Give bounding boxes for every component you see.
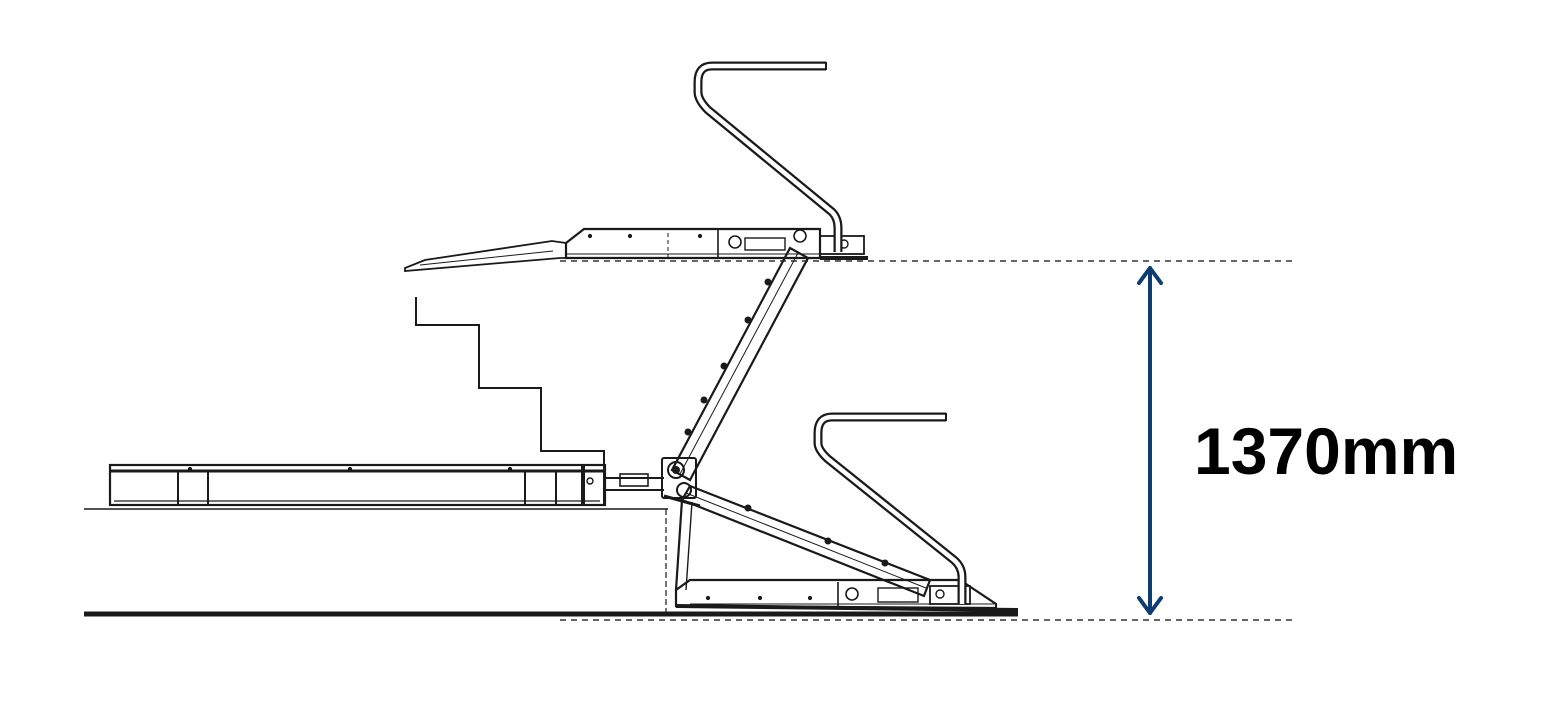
reference-lines	[560, 260, 1292, 621]
floor-lines	[84, 508, 1018, 617]
dimension-label: 1370mm	[1194, 414, 1459, 488]
lowered-arm	[674, 484, 932, 598]
dimension-arrow	[1137, 266, 1163, 615]
arrow-head-bottom	[1137, 596, 1163, 615]
top-platform	[404, 227, 868, 272]
arrow-head-top	[1137, 266, 1163, 285]
pivot-mechanism	[661, 457, 701, 508]
bottom-platform	[674, 578, 1019, 612]
raised-arm	[670, 246, 810, 482]
staircase-outline	[415, 297, 605, 470]
base-housing	[108, 463, 664, 507]
